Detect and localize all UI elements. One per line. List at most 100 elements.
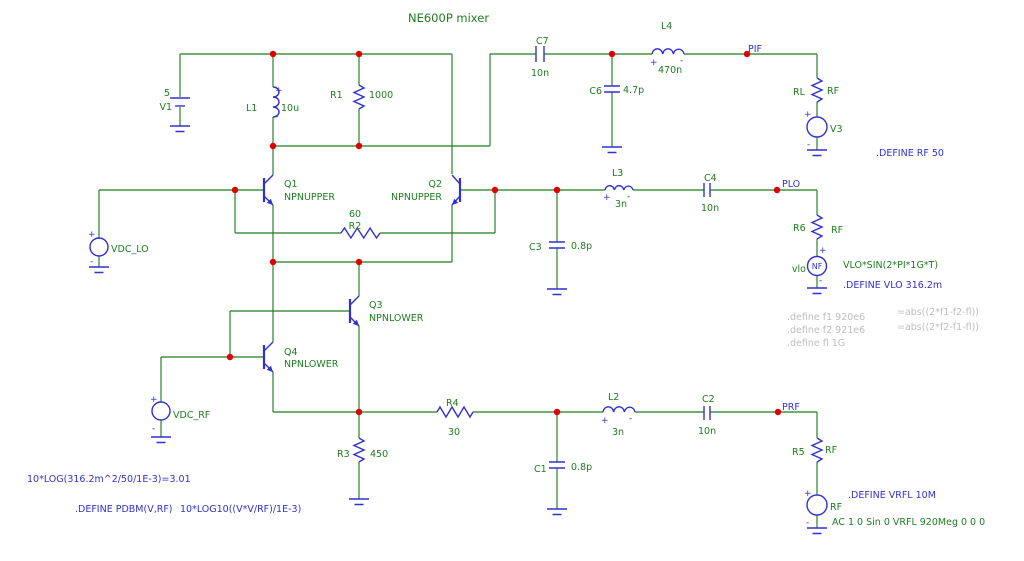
capacitor-C6[interactable]: C6 4.7p — [589, 85, 644, 97]
transistor-Q2[interactable]: Q2 NPNUPPER — [391, 174, 462, 206]
node-label-prf[interactable]: PRF — [782, 402, 800, 413]
ground-symbol[interactable] — [349, 498, 369, 506]
capacitor-C1[interactable]: C1 0.8p — [534, 461, 592, 475]
part-ref[interactable]: L1 — [246, 103, 257, 114]
part-ref[interactable]: vlo — [792, 264, 806, 275]
directive-define-vlo[interactable]: .DEFINE VLO 316.2m — [843, 280, 942, 291]
resistor-RL[interactable]: RL RF — [793, 77, 839, 103]
source-vlo[interactable]: NF vlo + - — [792, 246, 828, 286]
part-ref[interactable]: R4 — [446, 398, 459, 409]
page-title[interactable]: NE600P mixer — [408, 11, 489, 25]
part-value[interactable]: 470n — [658, 65, 682, 76]
part-value[interactable]: 10n — [701, 203, 719, 214]
transistor-Q4[interactable]: Q4 NPNLOWER — [262, 341, 339, 373]
part-value[interactable]: 10n — [698, 426, 716, 437]
part-ref[interactable]: Q4 — [284, 347, 298, 358]
part-ref[interactable]: R5 — [792, 447, 805, 458]
ground-symbol[interactable] — [547, 508, 567, 516]
directive-define-vrfl[interactable]: .DEFINE VRFL 10M — [848, 490, 936, 501]
part-ref[interactable]: C3 — [529, 242, 542, 253]
part-ref[interactable]: VDC_LO — [111, 244, 149, 255]
part-value[interactable]: 1000 — [369, 90, 393, 101]
part-ref[interactable]: R6 — [793, 223, 806, 234]
ground-symbol[interactable] — [807, 527, 827, 535]
ground-symbol[interactable] — [151, 436, 171, 444]
part-ref[interactable]: Q1 — [284, 179, 298, 190]
source-V3[interactable]: V3 + - — [804, 110, 843, 150]
battery-V1[interactable]: 5 V1 — [159, 88, 190, 113]
formula-abs-f1[interactable]: =abs((2*f1-f2-fl)) — [897, 307, 979, 318]
directive-define-f2[interactable]: .define f2 921e6 — [787, 325, 865, 336]
part-ref[interactable]: VDC_RF — [173, 410, 210, 421]
capacitor-C7[interactable]: C7 10n — [531, 36, 549, 79]
part-ref[interactable]: Q3 — [369, 300, 383, 311]
resistor-R6[interactable]: R6 RF — [793, 214, 843, 240]
part-value[interactable]: RF — [831, 225, 843, 236]
part-ref[interactable]: L4 — [661, 21, 672, 32]
resistor-R5[interactable]: R5 RF — [792, 437, 837, 463]
part-ref[interactable]: L2 — [608, 392, 619, 403]
part-ref[interactable]: R3 — [337, 449, 350, 460]
node-label-plo[interactable]: PLO — [782, 179, 800, 190]
part-ref[interactable]: V1 — [159, 102, 172, 113]
part-ref[interactable]: RL — [793, 87, 806, 98]
part-value[interactable]: 4.7p — [623, 85, 644, 96]
part-model[interactable]: NPNLOWER — [369, 313, 424, 324]
ground-symbol[interactable] — [602, 146, 622, 154]
source-VDC_RF[interactable]: VDC_RF + - — [150, 395, 210, 434]
resistor-R3[interactable]: R3 450 — [337, 437, 388, 463]
part-value[interactable]: 10n — [531, 68, 549, 79]
part-value[interactable]: RF — [827, 86, 839, 97]
part-ref[interactable]: V3 — [830, 124, 843, 135]
capacitor-C4[interactable]: C4 10n — [701, 173, 719, 214]
ground-symbol[interactable] — [807, 287, 827, 295]
part-ref[interactable]: C2 — [702, 394, 715, 405]
source-VDC_LO[interactable]: VDC_LO + - — [88, 230, 149, 267]
capacitor-C2[interactable]: C2 10n — [698, 394, 716, 437]
inductor-L3[interactable]: L3 3n + - — [603, 168, 634, 210]
vlo-formula[interactable]: VLO*SIN(2*PI*1G*T) — [843, 260, 938, 271]
part-value[interactable]: 3n — [615, 199, 627, 210]
ground-symbol[interactable] — [89, 266, 109, 274]
directive-define-f1[interactable]: .define f1 920e6 — [787, 312, 865, 323]
part-ref[interactable]: R2 — [349, 221, 362, 232]
source-RF[interactable]: RF + - — [804, 489, 842, 528]
part-value[interactable]: 10u — [281, 103, 299, 114]
part-model[interactable]: NPNUPPER — [284, 192, 335, 203]
log-calc-text[interactable]: 10*LOG(316.2m^2/50/1E-3)=3.01 — [27, 474, 191, 485]
part-ref[interactable]: Q2 — [428, 179, 442, 190]
part-ref[interactable]: C6 — [589, 86, 602, 97]
inductor-L2[interactable]: L2 3n + - — [601, 392, 636, 438]
capacitor-C3[interactable]: C3 0.8p — [529, 241, 592, 253]
part-value[interactable]: 5 — [164, 88, 170, 99]
part-value[interactable]: 0.8p — [571, 462, 592, 473]
part-ref[interactable]: R1 — [330, 90, 343, 101]
ground-symbol[interactable] — [807, 149, 827, 157]
ground-symbol[interactable] — [547, 288, 567, 296]
part-model[interactable]: NPNUPPER — [391, 192, 442, 203]
part-value[interactable]: 30 — [448, 427, 460, 438]
transistor-Q3[interactable]: Q3 NPNLOWER — [348, 295, 424, 327]
inductor-L1[interactable]: L1 10u + - — [246, 86, 299, 122]
part-ref[interactable]: L3 — [612, 168, 623, 179]
inductor-L4[interactable]: L4 470n + - — [650, 21, 685, 76]
part-value[interactable]: 450 — [370, 449, 388, 460]
node-label-pif[interactable]: PIF — [748, 44, 762, 55]
directive-define-pdbm[interactable]: .DEFINE PDBM(V,RF) — [75, 504, 173, 515]
resistor-R2[interactable]: 60 R2 — [340, 209, 381, 240]
part-value[interactable]: 0.8p — [571, 241, 592, 252]
part-ref[interactable]: RF — [830, 502, 842, 513]
part-ref[interactable]: C4 — [704, 173, 717, 184]
directive-define-fl[interactable]: .define fl 1G — [787, 338, 845, 349]
resistor-R1[interactable]: R1 1000 — [330, 84, 393, 110]
directive-define-rf[interactable]: .DEFINE RF 50 — [876, 148, 944, 159]
part-value[interactable]: RF — [825, 445, 837, 456]
transistor-Q1[interactable]: Q1 NPNUPPER — [262, 174, 335, 206]
part-model[interactable]: NPNLOWER — [284, 359, 339, 370]
part-value[interactable]: 3n — [612, 427, 624, 438]
ground-symbol[interactable] — [170, 125, 190, 133]
resistor-R4[interactable]: R4 30 — [436, 398, 474, 438]
part-ref[interactable]: C1 — [534, 464, 547, 475]
pdbm-expression[interactable]: 10*LOG10((V*V/RF)/1E-3) — [180, 504, 301, 515]
